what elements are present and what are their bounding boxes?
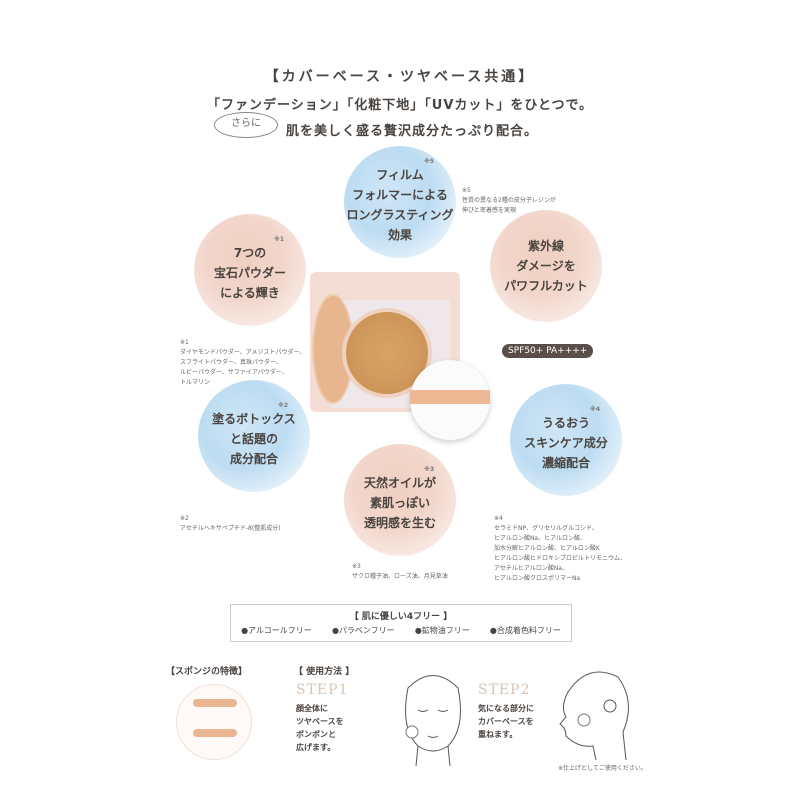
spf-badge: SPF50+ PA++++ — [502, 344, 594, 358]
step2-text: 気になる部分にカバーベースを重ねます。 — [478, 704, 534, 739]
puff-band — [410, 390, 490, 404]
sponge-title: 【スポンジの特徴】 — [166, 667, 248, 677]
footnote-mark: ※3 — [423, 466, 434, 473]
free-item: ●鉱物油フリー — [414, 626, 470, 635]
step2-label: STEP2 — [478, 682, 531, 698]
free-item: ●合成着色料フリー — [489, 626, 561, 635]
footnote-mark: ※1 — [273, 236, 284, 243]
four-free-title: 【 肌に優しい4フリー 】 — [349, 612, 453, 622]
step1-text: 顔全体にツヤベースをポンポンと広げます。 — [296, 704, 344, 752]
footnote-mark: ※4 — [589, 406, 600, 413]
feature-text-line: スキンケア成分 — [524, 436, 608, 450]
feature-text-line: 効果 — [387, 228, 412, 242]
feature-text-line: と話題の — [229, 432, 278, 446]
sarani-badge: さらに — [214, 112, 278, 138]
feature-text-line: 濃縮配合 — [541, 456, 590, 470]
headline-line1: 「ファンデーション」「化粧下地」「UVカット」をひとつで。 — [207, 98, 593, 113]
footnote-mark: ※5 — [423, 158, 434, 165]
feature-circle: ※1 7つの宝石パウダーによる輝き — [194, 214, 306, 326]
feature-text-line: フォルマーによる — [352, 188, 448, 202]
face-front-illustration — [405, 675, 461, 766]
usage-footnote: ※仕上げとしてご使用ください。 — [558, 765, 647, 772]
feature-text-line: ロングラスティング — [346, 208, 454, 222]
free-item: ●パラベンフリー — [331, 626, 395, 635]
feature-text-line: パワフルカット — [504, 279, 588, 293]
footnote-mark: ※2 — [277, 402, 288, 409]
feature-circle: ※4 うるおうスキンケア成分濃縮配合 — [510, 384, 622, 496]
four-free-box: 【 肌に優しい4フリー 】 ●アルコールフリー ●パラベンフリー ●鉱物油フリー… — [230, 604, 572, 642]
section-title: 【カバーベース・ツヤベース共通】 — [264, 69, 536, 85]
free-item: ●アルコールフリー — [241, 626, 312, 635]
feature-circle: ※5 フィルムフォルマーによるロングラスティング効果 — [344, 146, 456, 258]
feature-circle: ※3 天然オイルが素肌っぽい透明感を生む — [344, 444, 456, 556]
face-side-illustration — [559, 671, 629, 761]
feature-text-line: 透明感を生む — [363, 516, 436, 530]
feature-text-line: フィルム — [376, 168, 424, 182]
feature-circle: ※2 塗るボトックスと話題の成分配合 — [198, 380, 310, 492]
feature-text-line: 塗るボトックス — [212, 412, 296, 426]
feature-text-line: 素肌っぽい — [369, 496, 430, 510]
usage-title: 【 使用方法 】 — [294, 667, 355, 677]
feature-text-line: 7つの — [233, 246, 267, 260]
feature-text-line: 成分配合 — [229, 452, 278, 466]
feature-circle: 紫外線ダメージをパワフルカット — [490, 210, 602, 322]
feature-text-line: 天然オイルが — [363, 476, 436, 490]
feature-text-line: ダメージを — [516, 259, 576, 273]
feature-text-line: 宝石パウダー — [213, 266, 286, 280]
feature-text-line: 紫外線 — [527, 239, 564, 253]
feature-text-line: による輝き — [220, 286, 280, 300]
step1-label: STEP1 — [296, 682, 349, 698]
sponge-diagram — [176, 684, 252, 760]
headline-line2: 肌を美しく盛る贅沢成分たっぷり配合。 — [286, 124, 539, 139]
feature-text-line: うるおう — [541, 416, 590, 430]
